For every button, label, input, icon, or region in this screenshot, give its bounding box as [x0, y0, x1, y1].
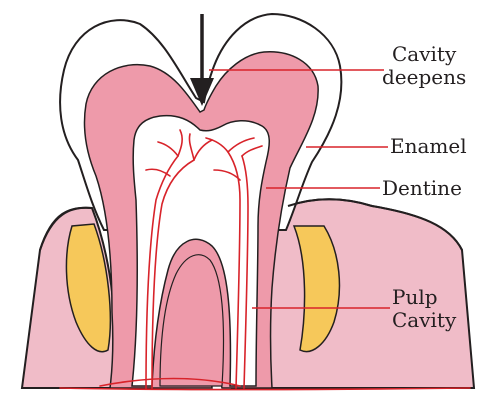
label-pulp-cavity-line-2: Cavity	[392, 309, 456, 332]
label-cavity-deepens-line-2: deepens	[382, 66, 466, 89]
label-pulp-cavity: Pulp Cavity	[392, 286, 456, 332]
label-cavity-deepens: Cavity deepens	[382, 43, 466, 89]
label-dentine: Dentine	[382, 177, 462, 200]
label-pulp-cavity-line-1: Pulp	[392, 286, 456, 309]
label-enamel: Enamel	[390, 135, 467, 158]
label-cavity-deepens-line-1: Cavity	[382, 43, 466, 66]
